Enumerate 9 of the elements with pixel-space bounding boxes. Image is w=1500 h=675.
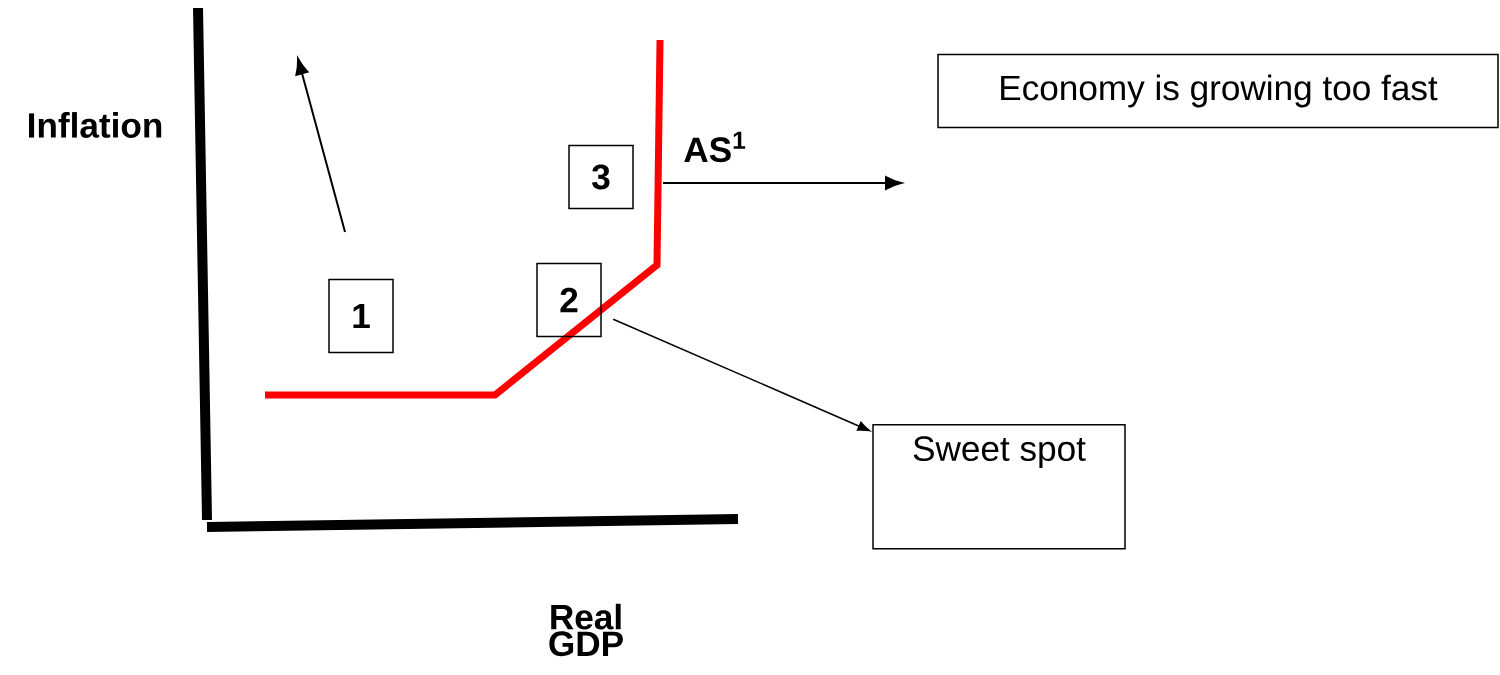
number-box: 2 [536, 262, 602, 338]
number-box: 3 [568, 144, 634, 210]
text-box: Sweet spot [872, 424, 1126, 550]
axis-label: Real GDP [549, 603, 623, 657]
curve-label: AS$^{1}$ [684, 131, 746, 163]
number-box: 1 [328, 278, 394, 354]
arrow [612, 318, 871, 432]
text-box: Economy is growing too fast [937, 53, 1499, 129]
axis-label: Inflation [29, 112, 162, 138]
